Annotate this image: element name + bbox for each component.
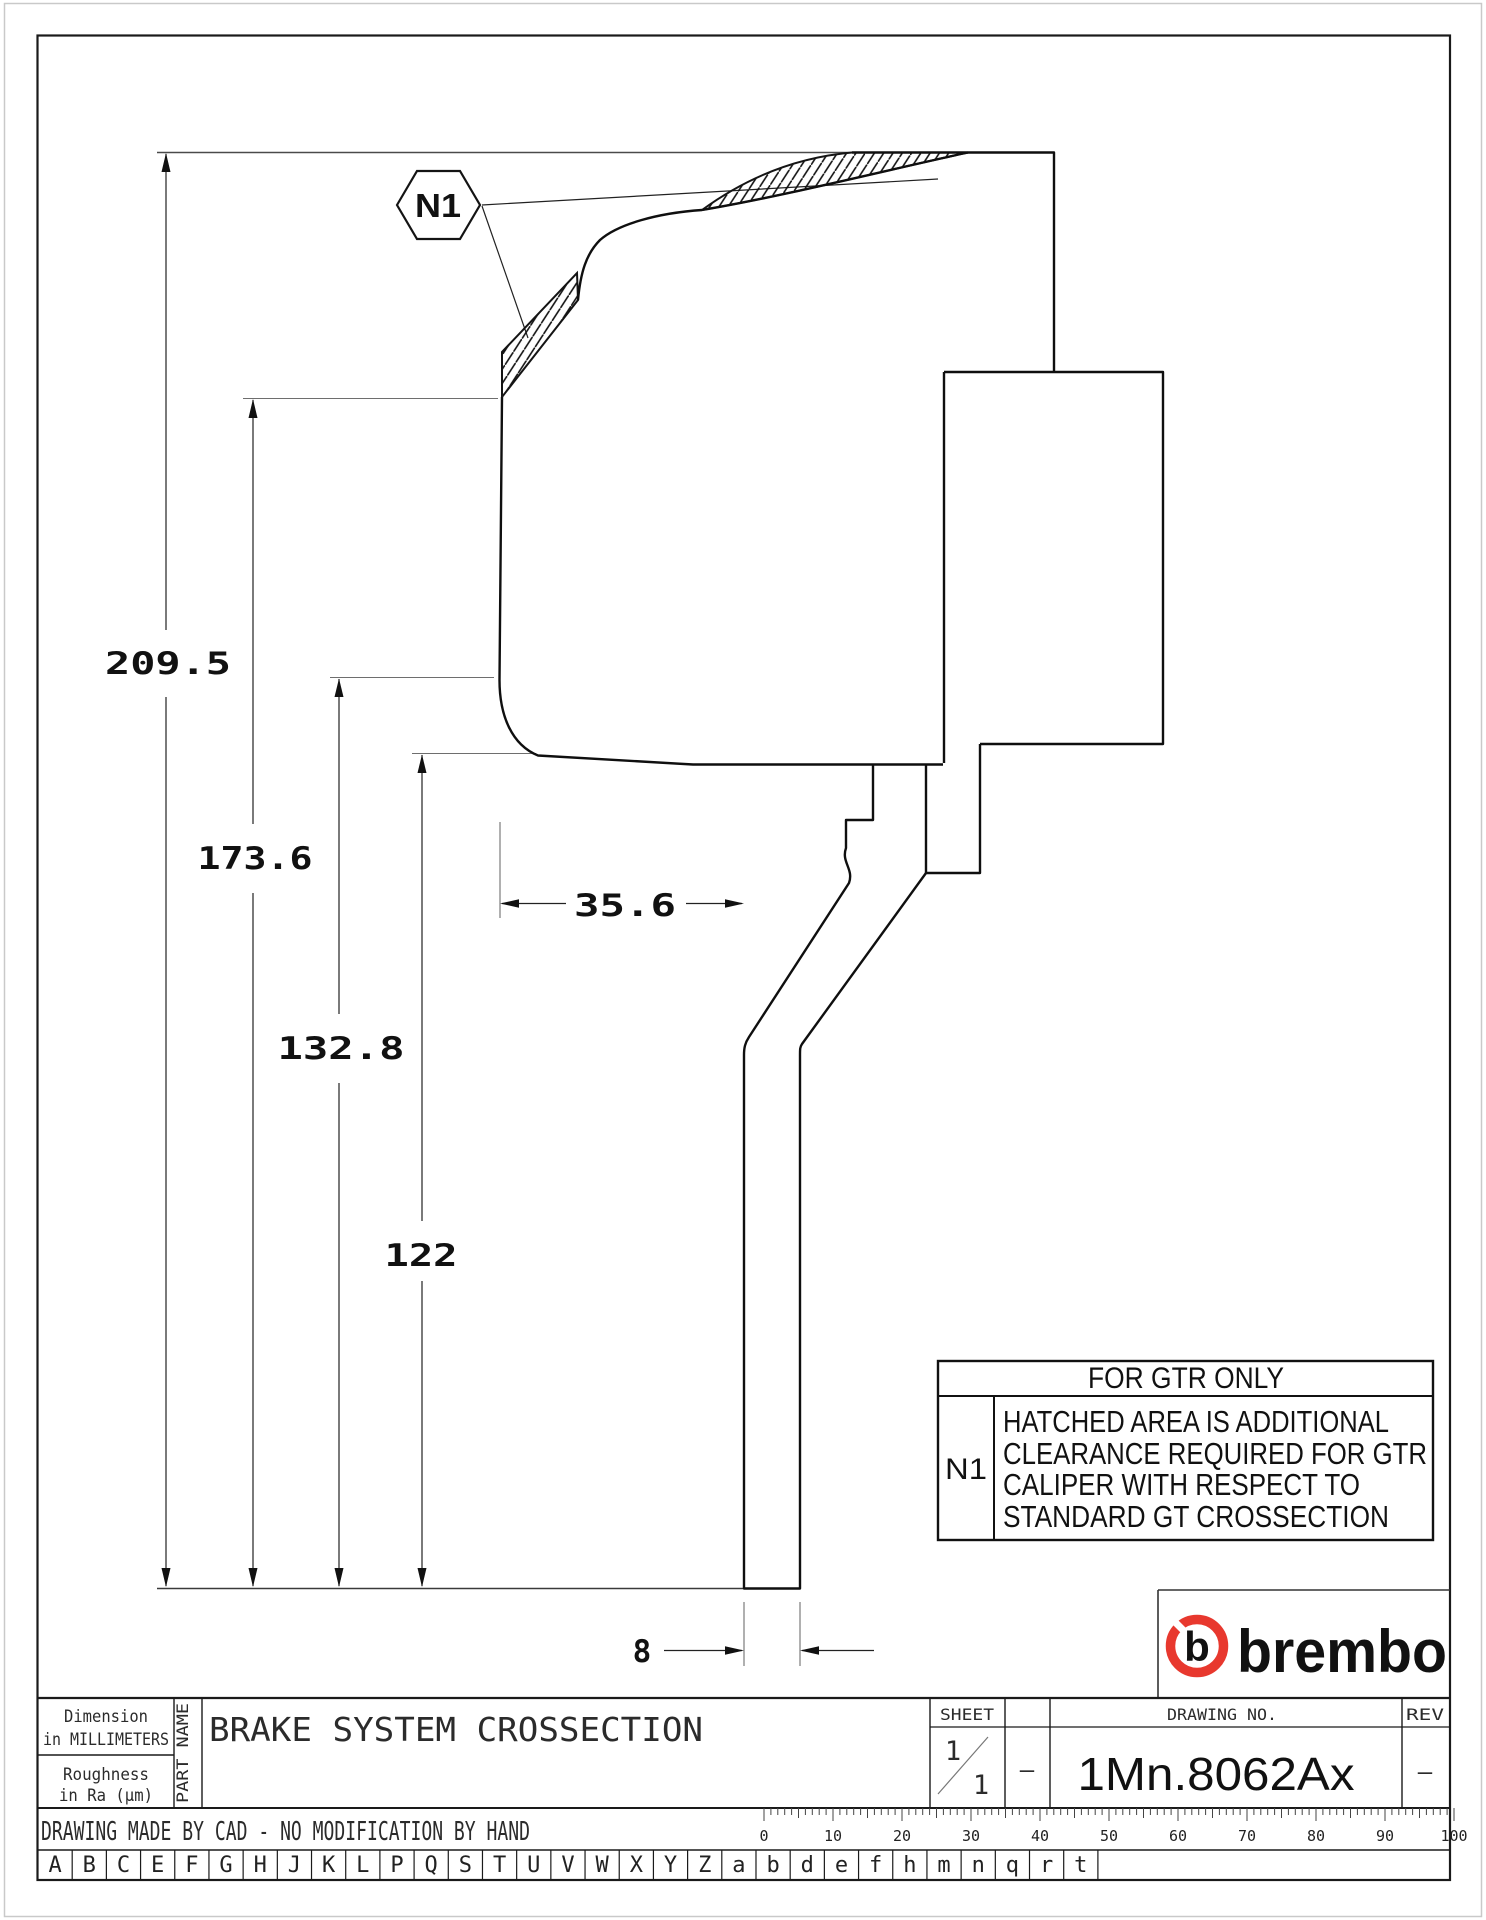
alphabet-cell-letter: r <box>1040 1853 1053 1878</box>
alphabet-cell-letter: d <box>801 1853 814 1878</box>
alphabet-cell-letter: A <box>48 1853 61 1878</box>
ruler-label: 30 <box>962 1827 980 1845</box>
alphabet-cell-letter: q <box>1006 1853 1019 1878</box>
sheet-numerator: 1 <box>945 1736 961 1767</box>
note-header: FOR GTR ONLY <box>1088 1362 1284 1395</box>
n1-callout-label: N1 <box>415 187 461 224</box>
dimension-texts: 209.5 173.6 132.8 122 35.6 8 <box>105 646 676 1670</box>
alphabet-cell-letter: a <box>732 1853 745 1878</box>
alphabet-cell-letter: E <box>151 1853 164 1878</box>
ruler-label: 60 <box>1169 1827 1187 1845</box>
dimension-unit-note-line2: in MILLIMETERS <box>43 1730 169 1750</box>
alphabet-cell-letter: n <box>972 1853 985 1878</box>
note-line-4: STANDARD GT CROSSECTION <box>1003 1499 1389 1534</box>
ruler-label: 70 <box>1238 1827 1256 1845</box>
ruler-label: 90 <box>1376 1827 1394 1845</box>
outer-page-border <box>3 2 1483 1918</box>
dimension-arrowheads <box>161 153 819 1655</box>
gtr-note-box: FOR GTR ONLY N1 HATCHED AREA IS ADDITION… <box>936 1359 1435 1542</box>
extension-lines <box>157 151 852 1666</box>
note-ref: N1 <box>945 1453 987 1486</box>
drawing-no-value: 1Mn.8062Ax <box>1078 1748 1355 1800</box>
cad-note: DRAWING MADE BY CAD - NO MODIFICATION BY… <box>41 1817 530 1847</box>
title-block-texts: Dimension in MILLIMETERS Roughness in Ra… <box>41 1703 1444 1847</box>
alphabet-cell-letter: U <box>527 1853 540 1878</box>
alphabet-cell-letter: Q <box>425 1853 438 1878</box>
brembo-logo-box: b brembo <box>1157 1589 1450 1698</box>
dim-hat-height: 122 <box>385 1238 458 1274</box>
drawing-no-label: DRAWING NO. <box>1167 1705 1277 1724</box>
title-block-grid <box>37 1696 1450 1851</box>
alphabet-cell-letter: J <box>288 1853 301 1878</box>
part-name-label: PART NAME <box>173 1703 192 1803</box>
rev-label: REV <box>1406 1705 1444 1724</box>
rev-value: — <box>1418 1758 1433 1786</box>
dimension-lines <box>165 154 939 1652</box>
hatched-area-left <box>501 270 580 400</box>
alphabet-cell-letter: G <box>219 1853 232 1878</box>
note-line-3: CALIPER WITH RESPECT TO <box>1003 1467 1360 1502</box>
alphabet-cell-letter: K <box>322 1853 336 1878</box>
alphabet-cell-letter: L <box>356 1853 369 1878</box>
note-line-2: CLEARANCE REQUIRED FOR GTR <box>1003 1436 1427 1471</box>
alphabet-cell-letter: V <box>561 1853 574 1878</box>
alphabet-cell-letter: P <box>390 1853 403 1878</box>
alphabet-cell-letter: F <box>185 1853 198 1878</box>
note-line-1: HATCHED AREA IS ADDITIONAL <box>1003 1404 1389 1439</box>
gtr-hatched-areas <box>501 151 969 400</box>
alphabet-cell-letter: t <box>1074 1853 1087 1878</box>
alphabet-cell-letter: m <box>937 1853 950 1878</box>
ruler-label: 0 <box>759 1827 768 1845</box>
dimension-unit-note-line1: Dimension <box>64 1707 148 1727</box>
alphabet-cell-letter: W <box>596 1853 610 1878</box>
alphabet-cell-letter: e <box>835 1853 848 1878</box>
ruler-label: 20 <box>893 1827 911 1845</box>
alphabet-cell-letter: h <box>903 1853 916 1878</box>
ruler-label: 50 <box>1100 1827 1118 1845</box>
scale-ruler: 0 10 20 30 40 50 60 70 80 90 100 <box>759 1808 1468 1845</box>
brembo-logo-icon: b <box>1163 1610 1229 1678</box>
sheet-dash: — <box>1020 1756 1035 1784</box>
ruler-label: 80 <box>1307 1827 1325 1845</box>
roughness-note-line1: Roughness <box>63 1765 149 1785</box>
alphabet-cell-letter: Z <box>698 1853 711 1878</box>
dim-disc-thickness: 8 <box>633 1634 652 1670</box>
ruler-label: 40 <box>1031 1827 1049 1845</box>
sheet-denominator: 1 <box>973 1770 989 1801</box>
alphabet-cell-letter: H <box>254 1853 267 1878</box>
alphabet-cell-letter: X <box>630 1853 644 1878</box>
alphabet-cell-letter: f <box>869 1853 882 1878</box>
alphabet-cell-letter: C <box>117 1853 130 1878</box>
alphabet-cell-letter: S <box>459 1853 472 1878</box>
ruler-label: 100 <box>1440 1827 1467 1845</box>
n1-callout-hexagon <box>395 169 482 241</box>
alphabet-cell-letter: T <box>493 1853 506 1878</box>
caliper-outline <box>498 151 1165 1590</box>
alphabet-cell-letter: Y <box>664 1853 677 1878</box>
dim-mid-height: 173.6 <box>198 841 313 877</box>
brembo-logo-b-glyph: b <box>1184 1623 1210 1670</box>
ruler-label: 10 <box>824 1827 842 1845</box>
part-name-title: BRAKE SYSTEM CROSSECTION <box>209 1710 703 1749</box>
brembo-wordmark: brembo <box>1237 1618 1447 1685</box>
dim-offset-width: 35.6 <box>574 888 676 924</box>
dim-total-height: 209.5 <box>105 646 231 682</box>
sheet-label: SHEET <box>940 1705 994 1724</box>
alphabet-cell-letter: b <box>766 1853 779 1878</box>
roughness-note-line2: in Ra (µm) <box>59 1786 153 1806</box>
alphabet-cell-letter: B <box>83 1853 96 1878</box>
dim-lower-height: 132.8 <box>278 1031 405 1067</box>
drawing-frame <box>36 34 1452 1882</box>
